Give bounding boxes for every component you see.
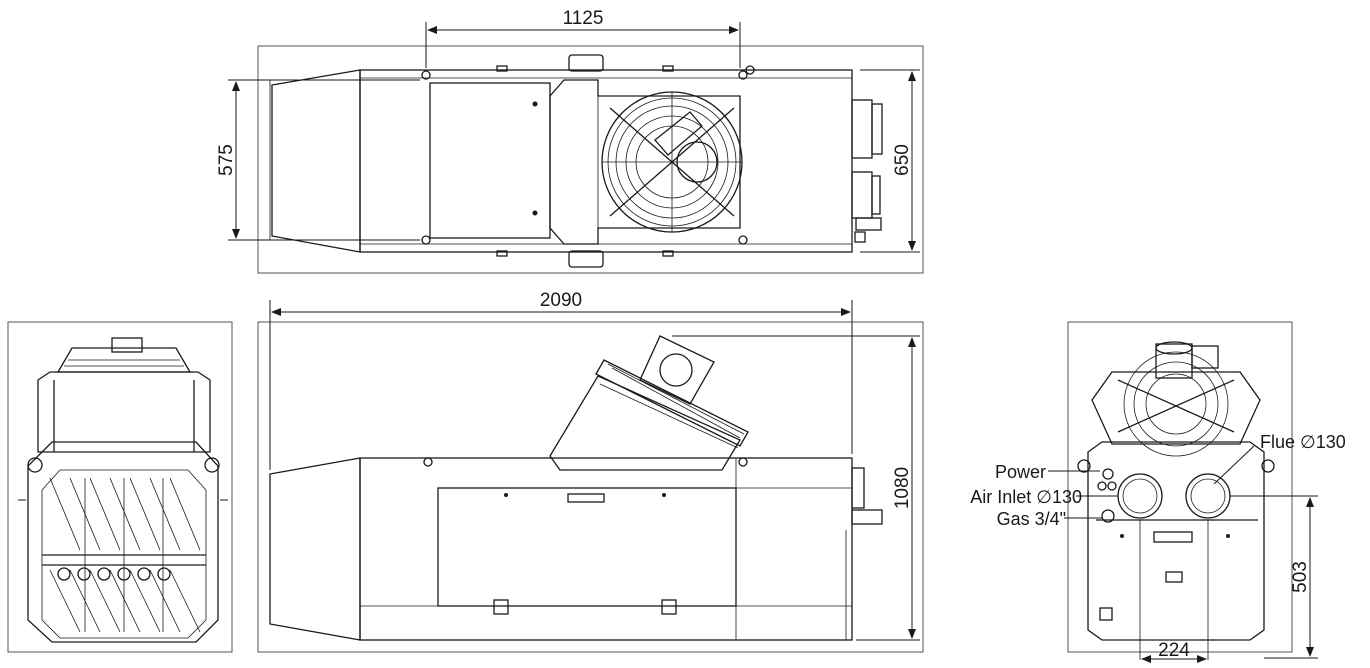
dim-top-length: 1125 — [563, 8, 604, 29]
top-fan-icon — [601, 91, 743, 233]
side-fan-icon — [595, 335, 749, 447]
front-view-frame — [7, 321, 233, 653]
side-view-frame — [257, 321, 924, 653]
dim-side-height: 1080 — [892, 467, 913, 509]
front-view — [7, 321, 233, 653]
dim-top-overall: 650 — [892, 144, 913, 176]
rear-view-frame — [1067, 321, 1293, 653]
dim-rear-height: 503 — [1290, 561, 1311, 593]
rear-view: Power Air Inlet ∅130 Gas 3/4" Flue ∅130 … — [970, 321, 1346, 663]
top-view-frame — [257, 45, 924, 274]
label-flue: Flue ∅130 — [1260, 432, 1346, 452]
rear-fan-icon — [1091, 341, 1261, 457]
label-air-inlet: Air Inlet ∅130 — [970, 487, 1082, 507]
dim-top-width: 575 — [216, 144, 237, 176]
top-view: 1125 575 650 — [216, 8, 924, 274]
side-view: 2090 1080 — [257, 290, 924, 653]
label-gas: Gas 3/4" — [997, 509, 1066, 529]
dim-rear-spacing: 224 — [1158, 640, 1190, 661]
dim-side-length: 2090 — [540, 290, 582, 311]
label-power: Power — [995, 462, 1046, 482]
